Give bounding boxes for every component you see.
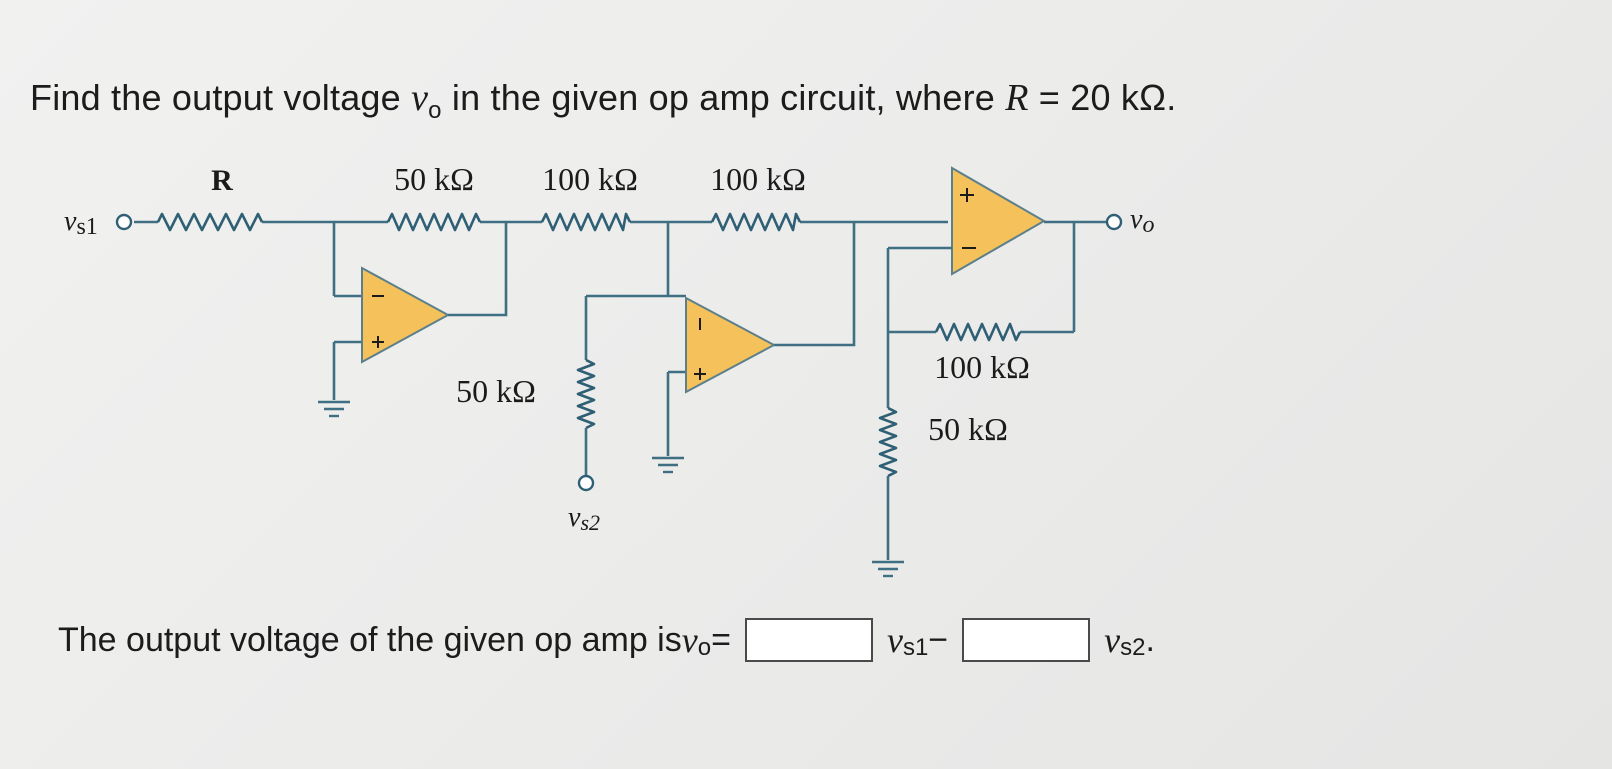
label-vs1-sub: s1 (76, 214, 97, 240)
label-100k-feedback: 100 kΩ (934, 349, 1030, 385)
opamp-2 (685, 296, 777, 394)
wire-opamp1-out (448, 222, 508, 317)
answer-minus: − (928, 620, 949, 659)
question-prefix: Find the output voltage (30, 77, 412, 118)
answer-input-vs1-coefficient[interactable] (744, 618, 873, 662)
answer-equals: = (711, 620, 731, 659)
opamp-1 (361, 266, 451, 364)
resistor-100k-top-b (710, 212, 802, 232)
terminal-vs1 (115, 213, 133, 231)
terminal-vs2 (577, 474, 595, 492)
label-100k-top-b: 100 kΩ (710, 161, 806, 197)
ground-1 (318, 400, 350, 418)
answer-term1-var: v (886, 620, 903, 660)
ground-3 (872, 560, 904, 578)
label-vo-main: v (1130, 204, 1143, 235)
answer-vo-var: v (681, 620, 698, 660)
resistor-r (156, 212, 264, 232)
answer-prefix: The output voltage of the given op amp i… (58, 620, 682, 659)
question-vo-var: v (411, 77, 429, 119)
resistor-50k-vs2 (576, 358, 596, 430)
wire-opamp2-out (774, 222, 856, 347)
terminal-vo (1105, 213, 1123, 231)
label-100k-top-a: 100 kΩ (542, 161, 638, 197)
resistor-100k-feedback (934, 322, 1022, 342)
question-vo-sub: o (428, 97, 442, 125)
label-vs2-main: v (568, 502, 581, 533)
label-50k-top: 50 kΩ (394, 161, 474, 197)
label-50k-vs2: 50 kΩ (456, 373, 536, 409)
answer-input-vs2-coefficient[interactable] (962, 618, 1091, 662)
answer-term2-sub: s2 (1120, 634, 1146, 661)
label-vo-sub: o (1142, 212, 1154, 238)
answer-term2-var: v (1104, 620, 1121, 660)
question-r-value: = 20 kΩ. (1028, 77, 1177, 118)
label-vs1: vs1 (64, 206, 98, 240)
resistor-50k-ground (878, 406, 898, 478)
label-r: R (211, 164, 233, 197)
label-vo: vo (1130, 204, 1154, 238)
resistor-100k-top-a (540, 212, 632, 232)
label-50k-ground: 50 kΩ (928, 411, 1008, 447)
question-r-var: R (1005, 77, 1029, 119)
answer-vo-sub: o (697, 634, 712, 661)
label-vs2-sub: s2 (580, 510, 600, 535)
question-middle: in the given op amp circuit, where (441, 77, 1006, 118)
resistor-50k-top (386, 212, 482, 232)
answer-term1-sub: s1 (902, 634, 929, 661)
answer-end: . (1145, 620, 1155, 659)
opamp-3 (951, 166, 1047, 276)
question-text: Find the output voltage vo in the given … (30, 76, 1176, 125)
answer-row: The output voltage of the given op amp i… (58, 618, 1155, 662)
ground-2 (652, 456, 684, 474)
label-vs2: vs2 (568, 502, 600, 535)
label-vs1-main: v (64, 206, 77, 237)
